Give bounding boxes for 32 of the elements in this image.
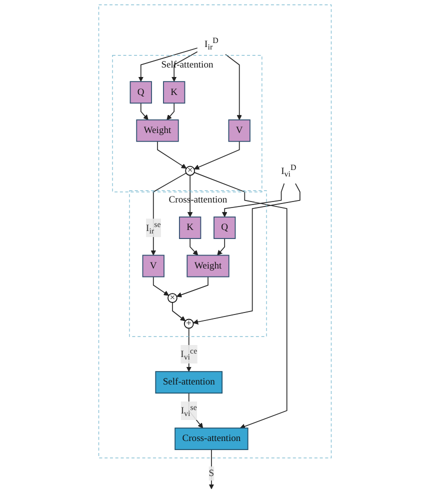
- arrow: [157, 140, 187, 169]
- node-box: V: [142, 254, 164, 278]
- node-box: Q: [130, 81, 152, 104]
- arrow: [217, 238, 226, 256]
- arrow: [188, 392, 204, 428]
- arrow: [140, 102, 148, 120]
- cluster: [98, 4, 332, 458]
- arrow: [172, 302, 186, 322]
- node-box: Cross-attention: [174, 428, 248, 450]
- node-box: K: [179, 216, 202, 239]
- arrow: [190, 238, 198, 256]
- arrow: [176, 276, 208, 298]
- arrow: [208, 449, 214, 490]
- arrow: [225, 54, 242, 120]
- node-box: Q: [214, 216, 236, 239]
- node-box: V: [228, 119, 250, 142]
- node-box: K: [163, 81, 186, 104]
- arrow: [152, 276, 169, 296]
- edge-label: S: [208, 468, 214, 478]
- node-box: Weight: [186, 254, 230, 278]
- arrow: [166, 102, 175, 120]
- node-circle: +: [184, 318, 194, 329]
- node-circle: ×: [185, 166, 196, 176]
- arrow: [194, 140, 240, 170]
- arrow: [222, 183, 285, 218]
- arrow: [150, 172, 187, 256]
- node-circle: ×: [168, 293, 178, 303]
- arrow: [187, 174, 193, 218]
- node-box: Weight: [136, 119, 179, 142]
- arrow: [194, 172, 288, 429]
- node-box: Self-attention: [155, 371, 223, 394]
- arrow: [193, 183, 300, 324]
